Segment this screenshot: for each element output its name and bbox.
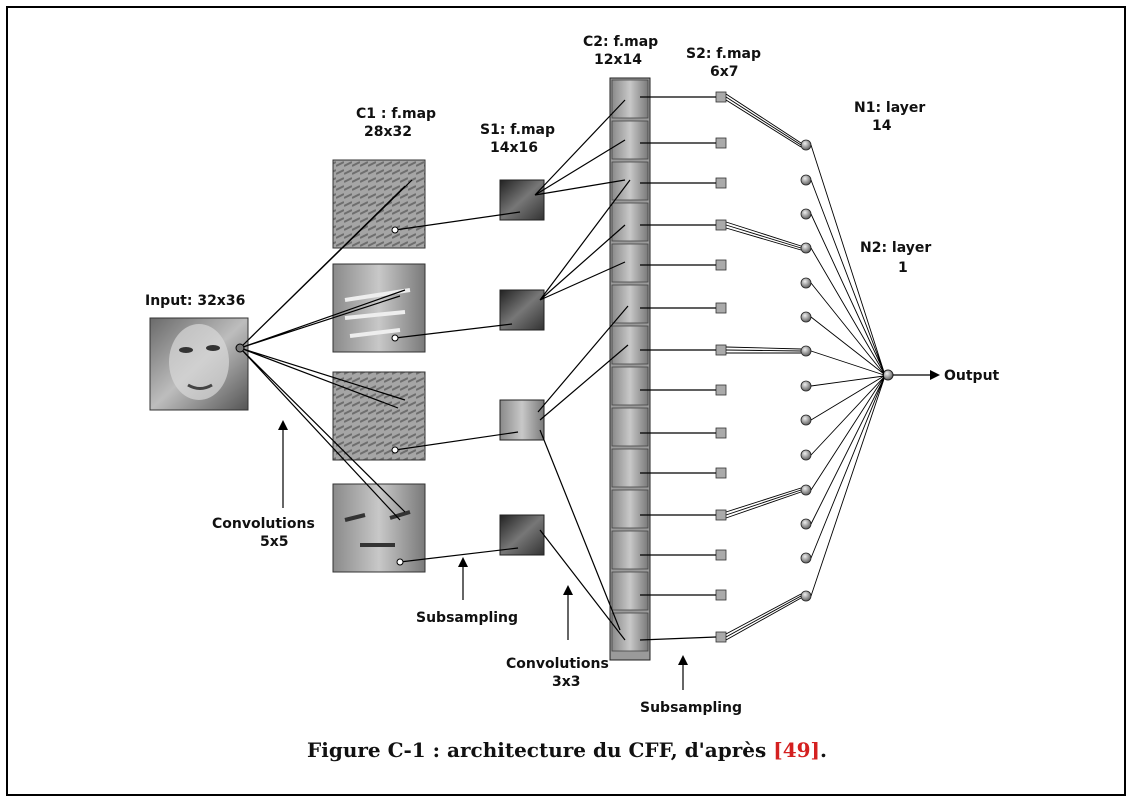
figure-caption: Figure C-1 : architecture du CFF, d'aprè… xyxy=(0,738,1134,762)
s2-label-line1: S2: f.map xyxy=(686,46,761,62)
subsampling-1-arrow xyxy=(458,557,468,600)
c2-to-s2-connections xyxy=(640,97,716,640)
c1-label-line2: 28x32 xyxy=(364,124,412,140)
convolutions-3x3-arrow xyxy=(563,585,573,640)
convolutions-5x5-label-line2: 5x5 xyxy=(260,534,289,550)
c1-label-line1: C1 : f.map xyxy=(356,106,436,122)
c2-label-line2: 12x14 xyxy=(594,52,642,68)
s2-to-n1-connections xyxy=(726,94,801,640)
s1-feature-maps xyxy=(500,180,544,555)
subsampling-2-arrow xyxy=(678,655,688,690)
subsampling-2-label: Subsampling xyxy=(640,700,742,716)
convolutions-3x3-label-line2: 3x3 xyxy=(552,674,581,690)
n1-label-line2: 14 xyxy=(872,118,892,134)
output-label: Output xyxy=(944,368,1000,384)
convolutions-5x5-label-line1: Convolutions xyxy=(212,516,315,532)
convolutions-5x5-arrow xyxy=(278,420,288,508)
convolutions-3x3-label-line1: Convolutions xyxy=(506,656,609,672)
s2-feature-maps xyxy=(716,92,726,642)
n1-layer-nodes xyxy=(801,140,811,601)
input-label: Input: 32x36 xyxy=(145,293,245,309)
n2-label-line1: N2: layer xyxy=(860,240,931,256)
c2-label-line1: C2: f.map xyxy=(583,34,658,50)
s2-label-line2: 6x7 xyxy=(710,64,739,80)
n2-label-line2: 1 xyxy=(898,260,908,276)
s1-label-line2: 14x16 xyxy=(490,140,538,156)
output-arrow xyxy=(893,370,940,380)
caption-reference-link[interactable]: [49] xyxy=(773,738,820,762)
c1-feature-maps xyxy=(333,160,425,572)
caption-period: . xyxy=(820,738,827,762)
n1-label-line1: N1: layer xyxy=(854,100,925,116)
caption-text: Figure C-1 : architecture du CFF, d'aprè… xyxy=(307,738,773,762)
n2-output-node xyxy=(883,370,893,380)
n1-to-n2-connections xyxy=(811,145,884,596)
c2-feature-maps xyxy=(610,78,650,660)
input-image xyxy=(150,318,248,410)
subsampling-1-label: Subsampling xyxy=(416,610,518,626)
s1-label-line1: S1: f.map xyxy=(480,122,555,138)
